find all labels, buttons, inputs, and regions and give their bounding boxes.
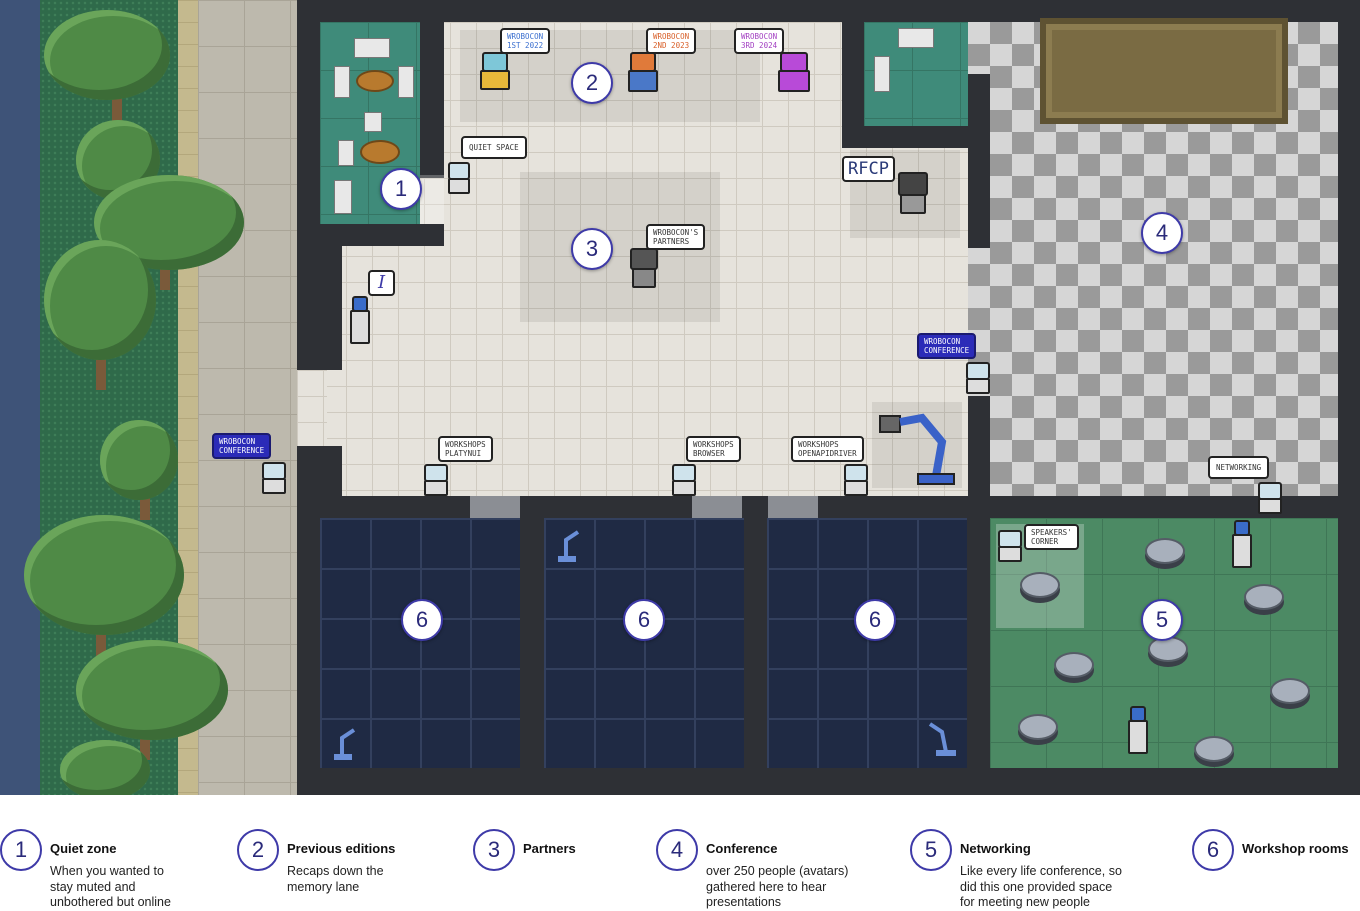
info-icon[interactable]: i [368,270,396,296]
sign-edition-2023[interactable]: WROBOCON 2nd 2023 [646,28,697,54]
sign-edition-2024[interactable]: WROBOCON 3rd 2024 [734,28,785,54]
zone-badge-workshop-3: 6 [854,599,896,641]
table-icon [1244,584,1284,610]
table-icon [1194,736,1234,762]
sign-conference-inside[interactable]: WROBOCON CONFERENCE [917,333,977,359]
chair-icon [334,66,350,98]
sign-rfcp[interactable]: RFCP [842,156,895,182]
sign-workshop-browser[interactable]: WORKSHOPS Browser [686,436,741,462]
door[interactable] [692,496,742,518]
chair-icon [398,66,414,98]
zone-badge-partners: 3 [571,228,613,270]
conference-stage [1040,18,1288,124]
legend-description: Recaps down the memory lane [287,864,384,894]
sign-workshop-platynui[interactable]: WORKSHOPS PlatynUI [438,436,493,462]
workshop-room-1 [320,518,520,768]
legend-number: 3 [473,829,515,871]
table-icon [1020,572,1060,598]
legend-description: Like every life conference, so did this … [960,864,1122,909]
legend-number: 5 [910,829,952,871]
table-icon [1018,714,1058,740]
legend-number: 2 [237,829,279,871]
legend-title: Conference [706,841,778,856]
sign-edition-2022[interactable]: WROBOCON 1st 2022 [500,28,551,54]
zone-badge-conference: 4 [1141,212,1183,254]
sofa-icon [898,28,934,48]
legend-title: Quiet zone [50,841,117,856]
sign-networking[interactable]: NETWORKING [1208,456,1270,479]
chair-icon [338,140,354,166]
sign-conference-outside[interactable]: WROBOCON CONFERENCE [212,433,272,459]
robot-arm-icon[interactable] [878,404,958,488]
zone-badge-networking: 5 [1141,599,1183,641]
sign-speakers-corner[interactable]: SPEAKERS' CORNER [1024,524,1079,550]
zone-badge-workshop-2: 6 [623,599,665,641]
table-icon [1054,652,1094,678]
game-map[interactable]: WROBOCON 1st 2022 WROBOCON 2nd 2023 WROB… [0,0,1360,795]
legend-title: Workshop rooms [1242,841,1349,856]
table-icon [1270,678,1310,704]
door[interactable] [470,496,520,518]
chair-icon [874,56,890,92]
legend-description: over 250 people (avatars) gathered here … [706,864,849,909]
robot-arm-icon [928,722,956,756]
zone-badge-editions: 2 [571,62,613,104]
legend-description: When you wanted to stay muted and unboth… [50,864,171,909]
robot-arm-icon [558,530,580,562]
chair-icon [334,180,352,214]
sign-workshop-openapidriver[interactable]: WORKSHOPS OpenApiDriver [791,436,864,462]
sign-quiet-space[interactable]: QUIET SPACE [461,136,527,159]
river [0,0,40,795]
legend-title: Networking [960,841,1031,856]
table-icon [360,140,400,164]
legend-title: Previous editions [287,841,396,856]
quiet-zone-entrance [420,175,444,224]
chair-icon [364,112,382,132]
legend-number: 6 [1192,829,1234,871]
table-icon [1145,538,1185,564]
robot-arm-icon [334,728,356,760]
zone-badge-quiet: 1 [380,168,422,210]
sign-partners[interactable]: WROBOCON'S PARTNERS [646,224,706,250]
legend-title: Partners [523,841,576,856]
sofa-icon [354,38,390,58]
legend-number: 4 [656,829,698,871]
workshop-room-2 [544,518,744,768]
table-icon [356,70,394,92]
door[interactable] [768,496,818,518]
legend-number: 1 [0,829,42,871]
zone-badge-workshop-1: 6 [401,599,443,641]
